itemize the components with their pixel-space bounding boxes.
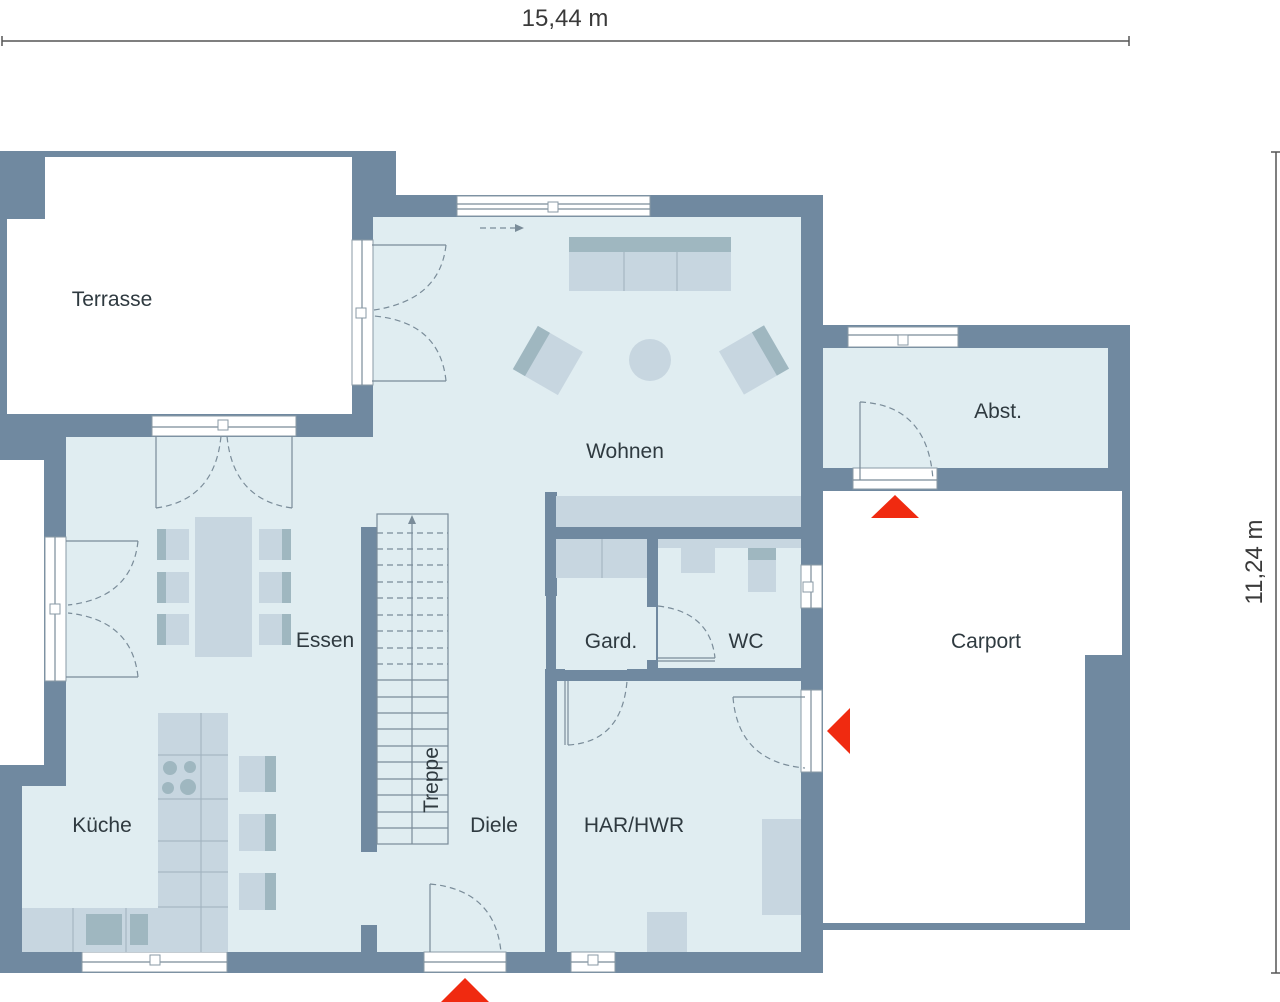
- width-dimension: [1, 36, 1130, 46]
- height-dimension-label: 11,24 m: [1241, 520, 1268, 605]
- room-abst: [823, 348, 1108, 468]
- room-label-carport: Carport: [951, 630, 1021, 653]
- door-terrace-essen[interactable]: [151, 415, 297, 509]
- door-terrace-wohnen[interactable]: [351, 239, 447, 386]
- interior-wall: [545, 492, 557, 596]
- armchair-right: [718, 325, 790, 395]
- sofa: [569, 237, 731, 291]
- kitchen-counter: [22, 908, 158, 952]
- window-wohnen-top: [456, 195, 651, 217]
- hwr-appliance: [647, 912, 687, 952]
- room-label-terrasse: Terrasse: [72, 288, 153, 311]
- toilet-tank-icon: [748, 548, 776, 560]
- wohnen-sideboard: [556, 496, 801, 527]
- door-wc[interactable]: [657, 605, 716, 662]
- door-essen-left[interactable]: [44, 536, 139, 682]
- terrace-floor-top: [45, 157, 352, 219]
- interior-wall: [545, 527, 801, 539]
- stub-wall: [361, 925, 377, 952]
- cooktop-icon: [162, 761, 196, 795]
- interior-wall: [647, 527, 658, 607]
- interior-wall: [647, 660, 658, 672]
- room-label-wc: WC: [729, 630, 764, 653]
- entry-arrow-icon-hwr: [827, 708, 850, 754]
- window-kueche-bottom: [81, 951, 228, 973]
- wardrobe: [556, 539, 647, 578]
- room-label-garderobe: Gard.: [585, 630, 638, 653]
- room-label-wohnen: Wohnen: [586, 440, 664, 463]
- hwr-cabinet: [762, 819, 801, 915]
- room-label-kueche: Küche: [72, 814, 132, 837]
- room-label-treppe: Treppe: [420, 747, 443, 813]
- dining-chairs: [157, 529, 291, 645]
- room-label-essen: Essen: [296, 629, 354, 652]
- carport-upper-right: [1085, 491, 1122, 655]
- entry-arrow-icon-front: [441, 978, 489, 1002]
- toilet-icon: [748, 560, 776, 592]
- exterior-notch: [0, 460, 44, 765]
- wc-fixtures: [658, 539, 801, 592]
- entry-arrow-icon-abst: [871, 495, 919, 518]
- room-label-diele: Diele: [470, 814, 518, 837]
- room-carport: [823, 491, 1085, 923]
- terrace-floor: [7, 219, 352, 414]
- door-hwr[interactable]: [564, 680, 628, 746]
- armchair-left: [512, 325, 583, 396]
- room-label-har-hwr: HAR/HWR: [584, 814, 684, 837]
- front-door[interactable]: [423, 883, 507, 973]
- interior-wall: [545, 669, 557, 952]
- sink-icon: [86, 914, 122, 945]
- width-dimension-label: 15,44 m: [522, 5, 609, 32]
- coffee-table: [629, 339, 671, 381]
- interior-wall: [627, 669, 801, 681]
- stair-wall: [361, 527, 377, 852]
- window-abst-top: [847, 326, 959, 348]
- sink-small-icon: [130, 914, 148, 945]
- bar-stools: [239, 756, 276, 910]
- door-abst[interactable]: [852, 401, 938, 490]
- direction-arrow-icon: [480, 224, 524, 232]
- room-label-abst: Abst.: [974, 400, 1022, 423]
- washbasin-icon: [681, 548, 715, 573]
- door-hwr-carport[interactable]: [732, 689, 823, 773]
- staircase[interactable]: [376, 513, 449, 845]
- kitchen-island: [158, 713, 228, 952]
- room-diele: [373, 437, 545, 952]
- height-dimension: [1271, 151, 1280, 974]
- room-har-hwr: [556, 681, 801, 952]
- dining-table: [195, 517, 252, 657]
- window-wc-right: [800, 564, 823, 609]
- window-hwr-bottom: [570, 951, 616, 973]
